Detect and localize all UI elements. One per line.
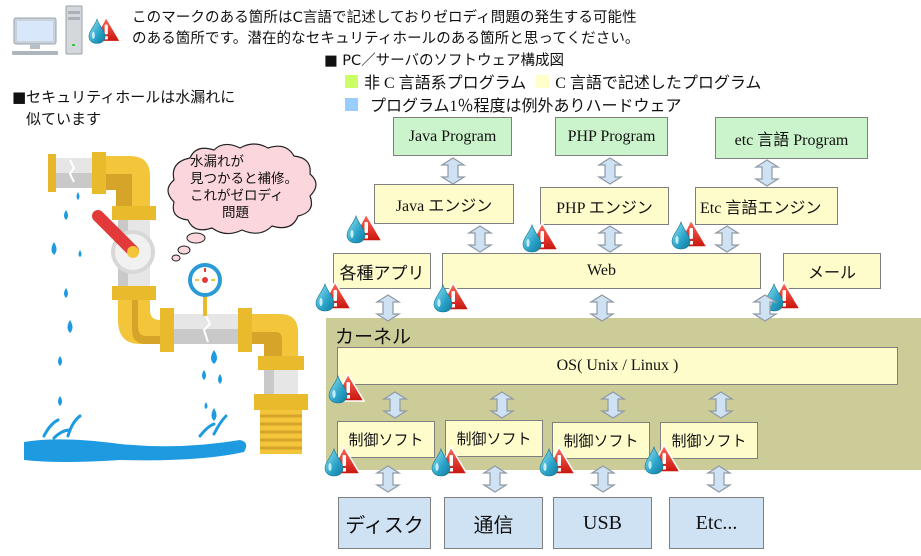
vulnerability-mark-various-app: [315, 278, 355, 312]
intro-line-1: このマークのある箇所はC言語で記述しておりゼロディ問題の発生する可能性: [132, 10, 637, 26]
diagram-title: ■ PC／サーバのソフトウェア構成図: [324, 53, 565, 69]
bubble-line-3: これがゼロディ: [190, 188, 284, 204]
vulnerability-mark-driver-1: [324, 443, 364, 477]
app-box-various: 各種アプリ: [333, 253, 431, 289]
os-box: OS( Unix / Linux ): [337, 347, 898, 385]
hardware-label-etc: Etc...: [695, 511, 738, 534]
program-label-etc: etc 言語 Program: [734, 132, 849, 149]
hardware-label-disk: ディスク: [345, 514, 424, 537]
arrow-os-driver-2: [489, 391, 515, 419]
vulnerability-mark-driver-3: [539, 443, 579, 477]
hardware-box-usb: USB: [553, 497, 652, 549]
hardware-box-disk: ディスク: [338, 497, 431, 549]
legend-label-non-c: 非 C 言語系プログラム: [364, 75, 527, 92]
program-label-java: Java Program: [408, 127, 497, 145]
left-title-line-2: 似ています: [26, 110, 102, 128]
engine-label-php: PHP エンジン: [556, 200, 653, 217]
thought-bubble: 水漏れが 見つかると補修。 これがゼロディ 問題: [162, 140, 324, 270]
hardware-label-comm: 通信: [473, 514, 514, 537]
vulnerability-mark-java-engine: [346, 210, 386, 244]
arrow-java-engine-app: [467, 225, 493, 253]
driver-label-1: 制御ソフト: [348, 431, 424, 449]
legend-label-c: C 言語で記述したプログラム: [555, 75, 762, 92]
arrow-driver-hw-3: [590, 465, 616, 493]
intro-text: このマークのある箇所はC言語で記述しておりゼロディ問題の発生する可能性 のある箇…: [132, 8, 640, 50]
engine-box-etc: Etc 言語エンジン: [695, 187, 838, 225]
arrow-etc-program-engine: [754, 159, 780, 187]
program-label-php: PHP Program: [567, 127, 656, 145]
arrow-java-program-engine: [440, 157, 466, 185]
bubble-line-2: 見つかると補修。: [190, 171, 298, 187]
arrow-app-kernel-2: [589, 294, 615, 322]
vulnerability-mark-driver-2: [431, 443, 471, 477]
driver-box-3: 制御ソフト: [552, 422, 650, 459]
bubble-line-1: 水漏れが: [190, 154, 244, 170]
bubble-line-4: 問題: [222, 205, 249, 221]
arrow-php-program-engine: [597, 157, 623, 185]
arrow-os-driver-1: [382, 391, 408, 419]
hardware-label-usb: USB: [583, 511, 622, 534]
left-title-line-1: ■セキュリティホールは水漏れに: [12, 88, 236, 106]
arrow-driver-hw-1: [375, 465, 401, 493]
arrow-driver-hw-4: [706, 465, 732, 493]
intro-line-2: のある箇所です。潜在的なセキュリティホールのある箇所と思ってください。: [132, 31, 640, 47]
computer-icon: [10, 4, 84, 58]
vulnerability-mark-driver-4: [644, 441, 684, 475]
legend-row-1: 非 C 言語系プログラム C 言語で記述したプログラム: [345, 69, 761, 93]
app-box-mail: メール: [783, 253, 881, 289]
vulnerability-mark-etc-engine: [671, 216, 711, 250]
engine-box-php: PHP エンジン: [540, 187, 669, 225]
arrow-php-engine-web: [597, 225, 623, 253]
driver-box-1: 制御ソフト: [337, 421, 435, 458]
vulnerability-mark-php-engine: [522, 219, 562, 253]
arrow-etc-engine-app: [714, 225, 740, 253]
arrow-os-driver-4: [708, 391, 734, 419]
hardware-box-etc: Etc...: [669, 497, 764, 549]
app-label-mail: メール: [807, 265, 856, 282]
driver-label-3: 制御ソフト: [563, 432, 639, 450]
kernel-label: カーネル: [335, 327, 412, 348]
left-panel-title: ■セキュリティホールは水漏れに 似ています: [12, 86, 235, 130]
driver-label-4: 制御ソフト: [671, 432, 747, 450]
arrow-app-kernel-1: [375, 294, 401, 322]
leaking-pipe-illustration: [0, 130, 320, 470]
driver-label-2: 制御ソフト: [456, 430, 532, 448]
arrow-os-driver-3: [600, 391, 626, 419]
program-box-etc: etc 言語 Program: [715, 117, 868, 159]
driver-box-2: 制御ソフト: [445, 420, 543, 457]
vulnerability-mark-os: [328, 370, 368, 404]
legend-swatch-non-c: [345, 74, 358, 88]
app-label-web: Web: [587, 262, 616, 279]
engine-label-java: Java エンジン: [395, 198, 493, 215]
vulnerability-mark-icon: [88, 12, 124, 46]
engine-box-java: Java エンジン: [374, 184, 514, 224]
arrow-driver-hw-2: [482, 465, 508, 493]
legend-row-2: プログラム1％程度は例外ありハードウェア: [345, 92, 682, 116]
vulnerability-mark-web: [433, 279, 473, 313]
engine-label-etc: Etc 言語エンジン: [700, 200, 822, 217]
legend-swatch-hardware: [345, 97, 358, 111]
app-box-web: Web: [442, 253, 761, 289]
legend-label-hardware: プログラム1％程度は例外ありハードウェア: [370, 98, 682, 115]
driver-box-4: 制御ソフト: [660, 422, 758, 459]
os-label: OS( Unix / Linux ): [556, 357, 679, 374]
legend-swatch-c: [536, 74, 550, 88]
hardware-box-comm: 通信: [444, 497, 543, 549]
program-box-java: Java Program: [393, 117, 512, 156]
program-box-php: PHP Program: [555, 117, 668, 156]
app-label-various: 各種アプリ: [339, 263, 425, 283]
arrow-app-kernel-3: [752, 294, 778, 322]
